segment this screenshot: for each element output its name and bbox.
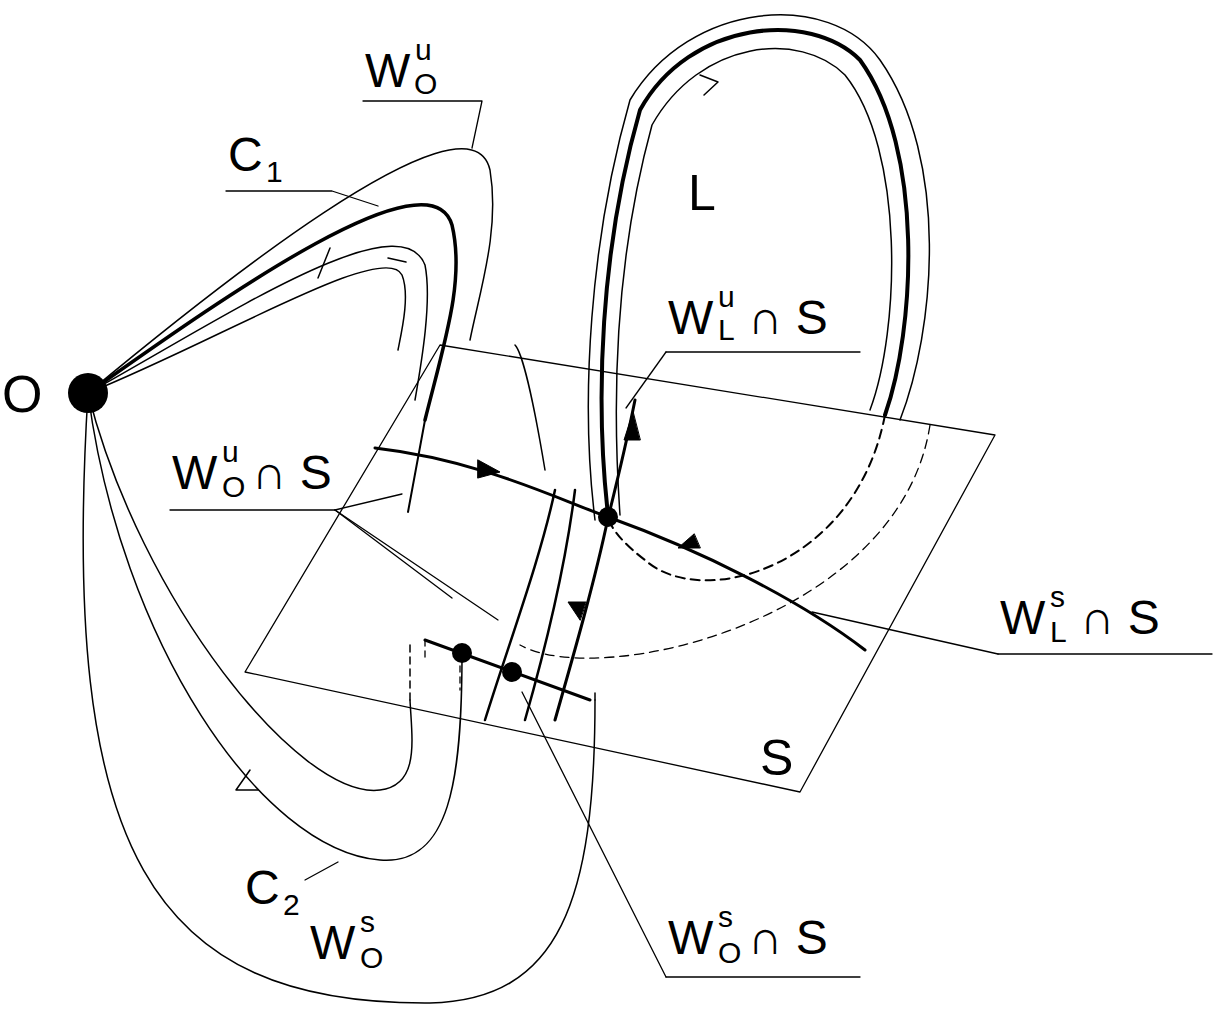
flow-arrow <box>318 248 406 278</box>
subscript: L <box>718 315 735 345</box>
subscript: O <box>414 69 437 99</box>
manifold-label: O <box>2 368 42 420</box>
manifold-label: L <box>688 168 716 218</box>
manifold-label: W <box>172 449 217 497</box>
stable-manifold-trace <box>425 640 590 700</box>
hidden-part <box>410 640 595 700</box>
manifold-label: W <box>668 914 713 962</box>
manifold-label: ∩ S <box>748 914 828 962</box>
unstable-manifold <box>88 149 493 393</box>
flow-arrow <box>568 412 640 620</box>
subscript: O <box>360 943 383 973</box>
intersection-point <box>502 662 522 682</box>
manifold-label: C <box>245 864 280 912</box>
unstable-manifold-trace <box>408 420 425 512</box>
superscript: u <box>415 35 432 65</box>
leader-lines <box>170 101 1212 977</box>
subscript: 2 <box>283 890 300 920</box>
flow-arrow <box>700 75 718 95</box>
subscript: 1 <box>266 157 283 187</box>
unstable-manifold <box>88 268 405 393</box>
unstable-manifold <box>88 246 427 400</box>
manifold-trace <box>485 490 555 720</box>
intersection-point <box>452 643 472 663</box>
manifold-label: ∩ S <box>1080 594 1160 642</box>
flow-arrow <box>236 770 258 790</box>
manifold-label: W <box>668 294 713 342</box>
stable-manifold-trace <box>375 448 865 650</box>
fixed-point <box>598 507 618 527</box>
periodic-orbit <box>602 30 909 515</box>
manifold-label: ∩ S <box>252 449 332 497</box>
manifold-trace <box>515 345 545 470</box>
periodic-orbit-hidden <box>608 415 885 580</box>
subscript: L <box>1050 617 1067 647</box>
stable-manifold <box>88 393 412 790</box>
manifold-label: W <box>1000 594 1045 642</box>
subscript: O <box>718 938 741 968</box>
manifold-label: W <box>365 47 410 95</box>
stable-manifold <box>83 393 595 1003</box>
superscript: s <box>718 902 733 932</box>
unstable-manifold-trace <box>555 400 635 720</box>
homoclinic-loop-c1 <box>88 205 456 420</box>
subscript: O <box>222 472 245 502</box>
homoclinic-loop-c2 <box>88 393 462 860</box>
manifold-label: ∩ S <box>748 294 828 342</box>
cross-section-plane <box>245 345 995 792</box>
unstable-manifold-l <box>616 49 891 515</box>
flow-arrow <box>478 460 700 548</box>
superscript: u <box>718 282 735 312</box>
superscript: s <box>360 907 375 937</box>
manifold-label: S <box>760 733 793 783</box>
superscript: s <box>1050 582 1065 612</box>
superscript: u <box>222 437 239 467</box>
manifold-label: C <box>228 131 263 179</box>
saddle-point <box>68 373 108 413</box>
manifold-label: W <box>310 919 355 967</box>
